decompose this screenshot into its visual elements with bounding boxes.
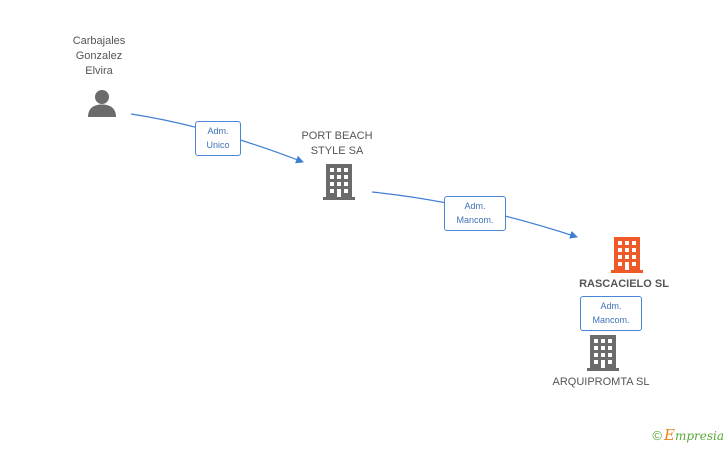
relation-badge-adm-unico[interactable]: Adm. Unico xyxy=(195,121,241,156)
relation-role: Adm. xyxy=(207,126,229,136)
relation-badge-adm-mancom[interactable]: Adm. Mancom. xyxy=(444,196,506,231)
rascacielo-line-1: RASCACIELO SL xyxy=(579,278,669,290)
person-name-line-1: Carbajales xyxy=(72,35,126,47)
port-beach-name[interactable]: PORT BEACH STYLE SA xyxy=(277,129,397,159)
port-beach-line-1: PORT BEACH xyxy=(301,130,373,142)
arquipromta-name[interactable]: ARQUIPROMTA SL xyxy=(541,375,661,390)
brand-logo-e: E xyxy=(663,426,675,444)
building-icon[interactable] xyxy=(323,164,355,200)
building-icon-highlighted[interactable] xyxy=(611,237,643,273)
person-name-line-2: Gonzalez xyxy=(75,50,123,62)
building-icon[interactable] xyxy=(587,335,619,371)
copyright-icon: © xyxy=(652,428,662,443)
person-icon[interactable] xyxy=(87,89,117,117)
relation-badge-adm-mancom-2[interactable]: Adm. Mancom. xyxy=(580,296,642,331)
brand-logo-text: mpresia xyxy=(674,429,724,443)
relation-type: Mancom. xyxy=(592,315,630,325)
rascacielo-name[interactable]: RASCACIELO SL xyxy=(554,277,694,292)
relation-role: Adm. xyxy=(600,301,622,311)
brand-footer: ©Empresia xyxy=(652,426,724,444)
relation-role: Adm. xyxy=(464,201,486,211)
relation-type: Mancom. xyxy=(456,215,494,225)
relation-type: Unico xyxy=(206,140,230,150)
arquipromta-line-1: ARQUIPROMTA SL xyxy=(552,376,650,388)
person-name[interactable]: Carbajales Gonzalez Elvira xyxy=(39,34,159,79)
port-beach-line-2: STYLE SA xyxy=(310,145,364,157)
person-name-line-3: Elvira xyxy=(85,65,113,77)
